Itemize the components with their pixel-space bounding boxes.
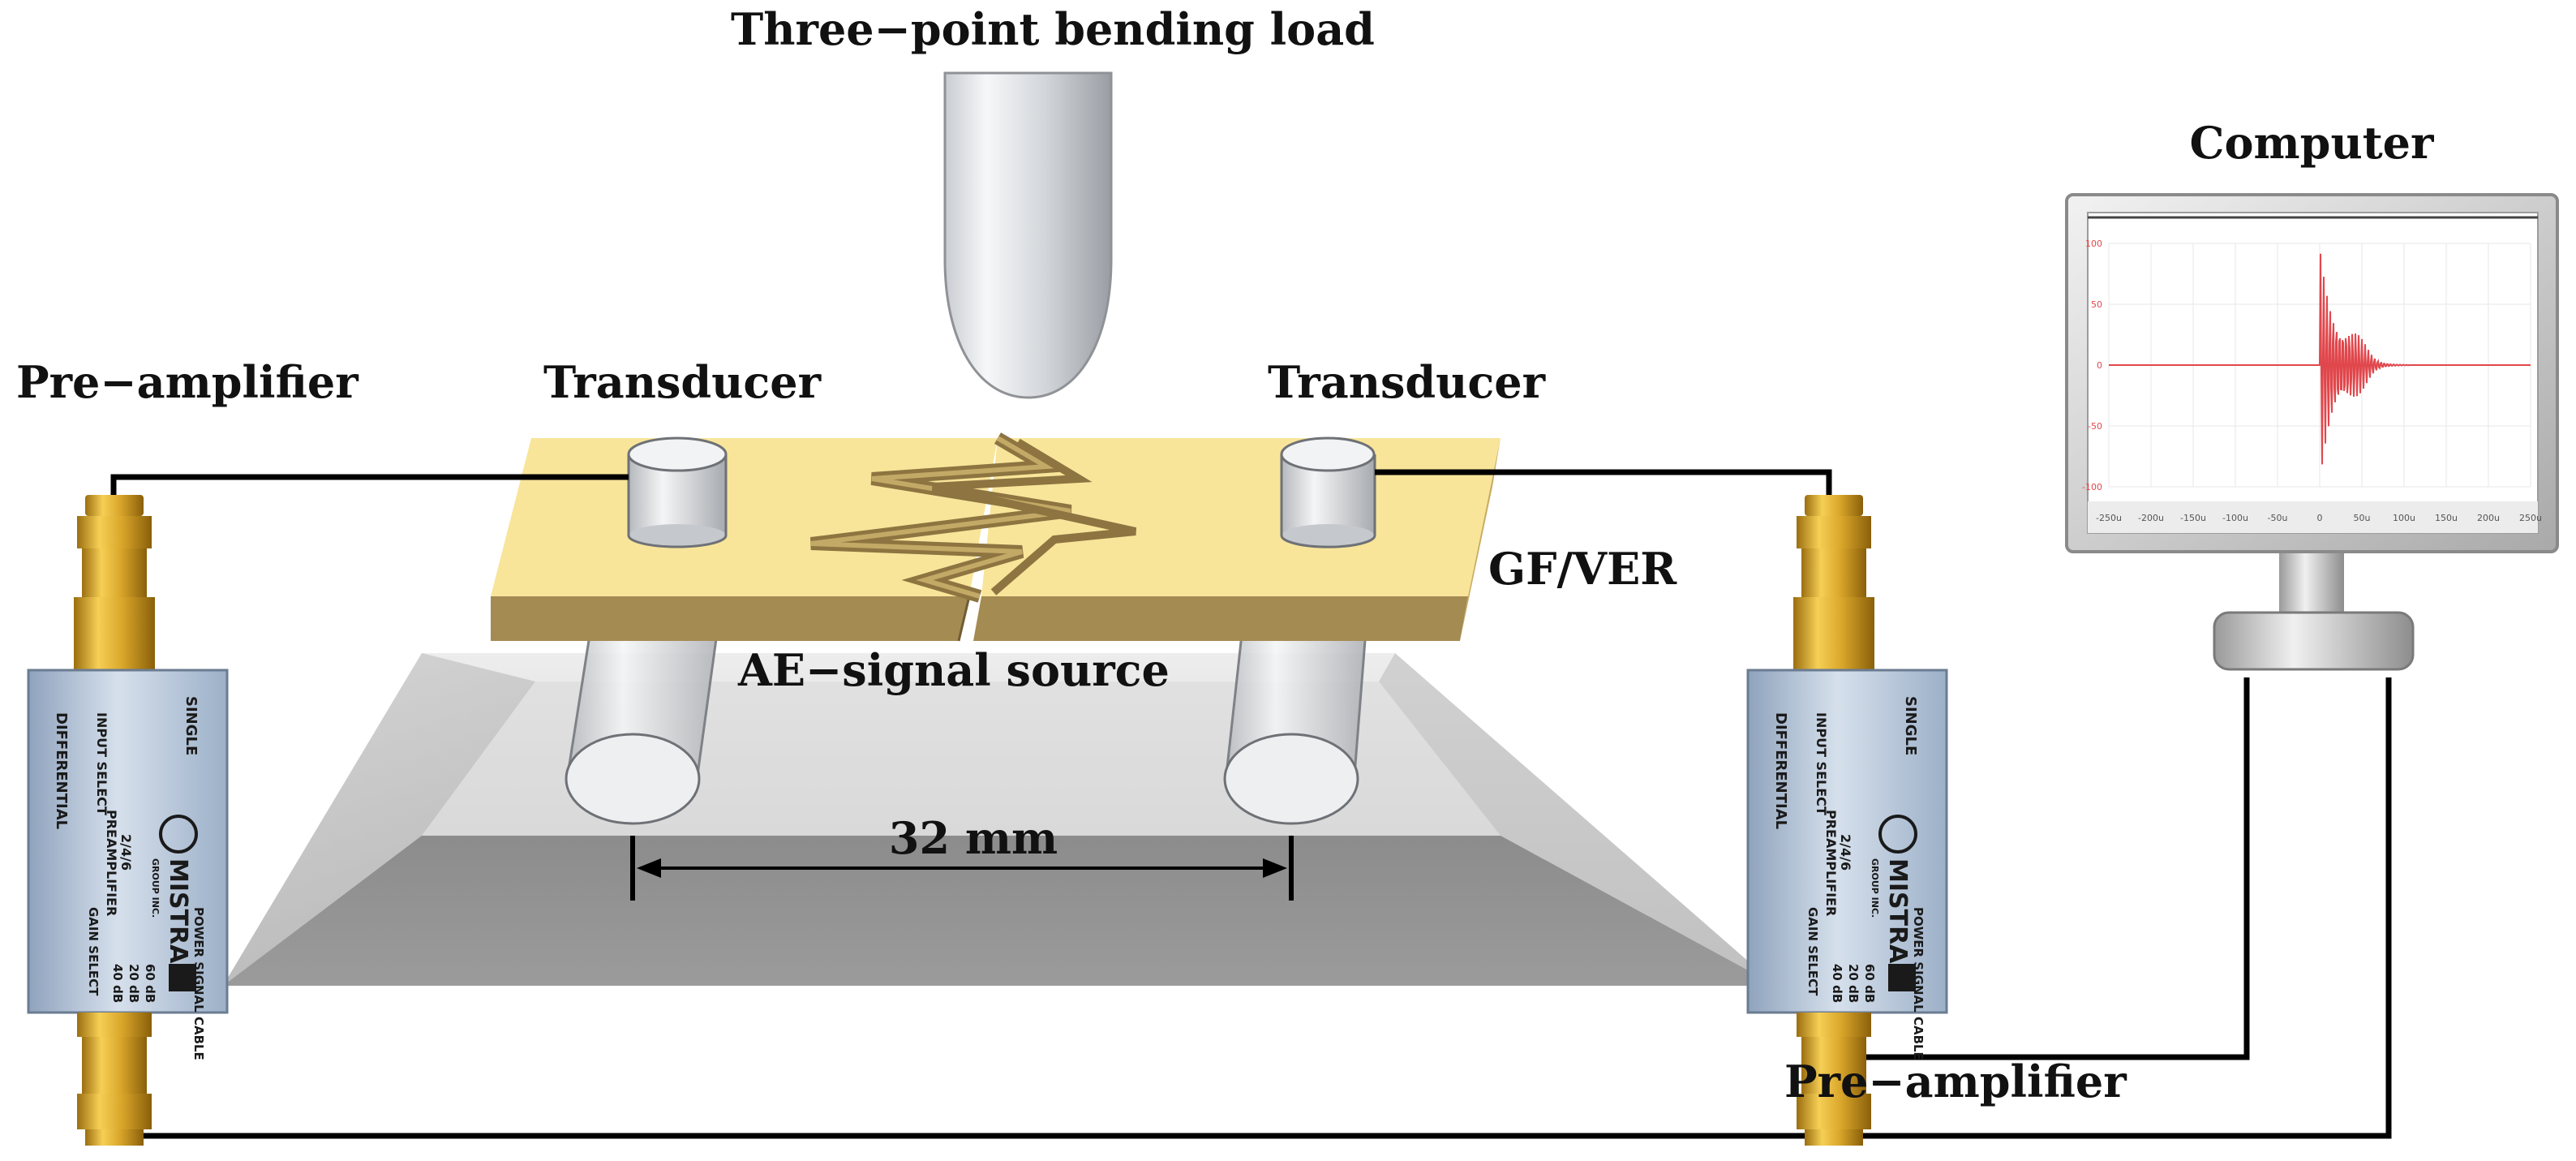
- plot-y-ticks: 100 50 0 -50 -100: [2082, 239, 2102, 492]
- preamp-gain-3: 40 dB: [110, 964, 125, 1003]
- preamp-type: PREAMPLIFIER: [1823, 810, 1839, 916]
- preamplifier-right: SINGLE INPUT SELECT DIFFERENTIAL MISTRAS…: [1746, 495, 1948, 1146]
- x-tick-label: -50u: [2268, 513, 2288, 523]
- x-tick-label: 200u: [2477, 513, 2500, 523]
- y-tick-label: 0: [2097, 360, 2102, 371]
- x-tick-label: 50u: [2354, 513, 2371, 523]
- preamp-brand: MISTRAS: [1883, 858, 1912, 981]
- mistras-logo-icon: [1878, 815, 1917, 854]
- ae-waveform: [2109, 253, 2531, 465]
- preamp-brand: MISTRAS: [164, 858, 192, 981]
- y-tick-label: -100: [2082, 482, 2102, 492]
- preamp-gain-3: 40 dB: [1830, 964, 1844, 1003]
- preamp-single-label: SINGLE: [182, 696, 200, 755]
- preamp-type: PREAMPLIFIER: [104, 810, 119, 916]
- x-tick-label: -200u: [2138, 513, 2164, 523]
- y-tick-label: -50: [2088, 421, 2102, 432]
- av-logo-icon: [1888, 964, 1916, 991]
- preamplifier-left: SINGLE INPUT SELECT DIFFERENTIAL MISTRAS…: [27, 495, 229, 1146]
- x-tick-label: 150u: [2435, 513, 2458, 523]
- plot-x-ticks: -250u -200u -150u -100u -50u 0 50u 100u 150u 200u…: [2096, 513, 2542, 523]
- transducer-left: [627, 436, 728, 548]
- x-tick-label: 100u: [2393, 513, 2415, 523]
- preamp-brand-sub: GROUP INC.: [150, 858, 161, 918]
- label-ae-source: AE−signal source: [737, 644, 1170, 696]
- loading-nose: [943, 71, 1113, 399]
- computer: 100 50 0 -50 -100 -250u -200u -150u -100u -50u 0 5…: [2065, 193, 2559, 671]
- av-logo-icon: [169, 964, 196, 991]
- label-transducer-right: Transducer: [1268, 356, 1546, 408]
- preamp-power-label: POWER SIGNAL CABLE: [1911, 907, 1926, 1060]
- preamp-gain-1: 60 dB: [1862, 964, 1877, 1003]
- label-span: 32 mm: [889, 812, 1058, 864]
- x-tick-label: -250u: [2096, 513, 2122, 523]
- label-transducer-left: Transducer: [543, 356, 822, 408]
- preamp-gain-select-label: GAIN SELECT: [1805, 907, 1820, 996]
- label-load: Three−point bending load: [731, 3, 1375, 55]
- preamp-gain-select-label: GAIN SELECT: [86, 907, 101, 996]
- preamp-input-select-label: INPUT SELECT: [1814, 712, 1829, 815]
- x-tick-label: 0: [2317, 513, 2323, 523]
- preamp-gain-2: 20 dB: [127, 964, 141, 1003]
- preamp-model: 2/4/6: [118, 834, 134, 871]
- preamp-model: 2/4/6: [1838, 834, 1853, 871]
- preamp-single-label: SINGLE: [1902, 696, 1919, 755]
- label-specimen: GF/VER: [1488, 543, 1677, 595]
- preamp-brand-sub: GROUP INC.: [1870, 858, 1880, 918]
- monitor-foot: [2213, 611, 2415, 671]
- x-tick-label: -150u: [2180, 513, 2206, 523]
- span-dimension: [630, 836, 1294, 901]
- preamp-differential-label: DIFFERENTIAL: [53, 712, 70, 829]
- preamp-differential-label: DIFFERENTIAL: [1772, 712, 1789, 829]
- monitor-screen: [2087, 212, 2539, 534]
- transducer-right: [1280, 436, 1376, 548]
- label-preamp-right: Pre−amplifier: [1784, 1056, 2127, 1107]
- label-computer: Computer: [2190, 117, 2434, 169]
- x-tick-label: -100u: [2222, 513, 2248, 523]
- preamp-gain-1: 60 dB: [143, 964, 157, 1003]
- preamp-power-label: POWER SIGNAL CABLE: [191, 907, 206, 1060]
- y-tick-label: 100: [2085, 239, 2102, 249]
- preamp-input-select-label: INPUT SELECT: [94, 712, 109, 815]
- mistras-logo-icon: [159, 815, 198, 854]
- preamp-gain-2: 20 dB: [1846, 964, 1861, 1003]
- label-preamp-left: Pre−amplifier: [16, 356, 358, 408]
- y-tick-label: 50: [2091, 299, 2102, 310]
- x-tick-label: 250u: [2519, 513, 2542, 523]
- crack: [810, 432, 1137, 603]
